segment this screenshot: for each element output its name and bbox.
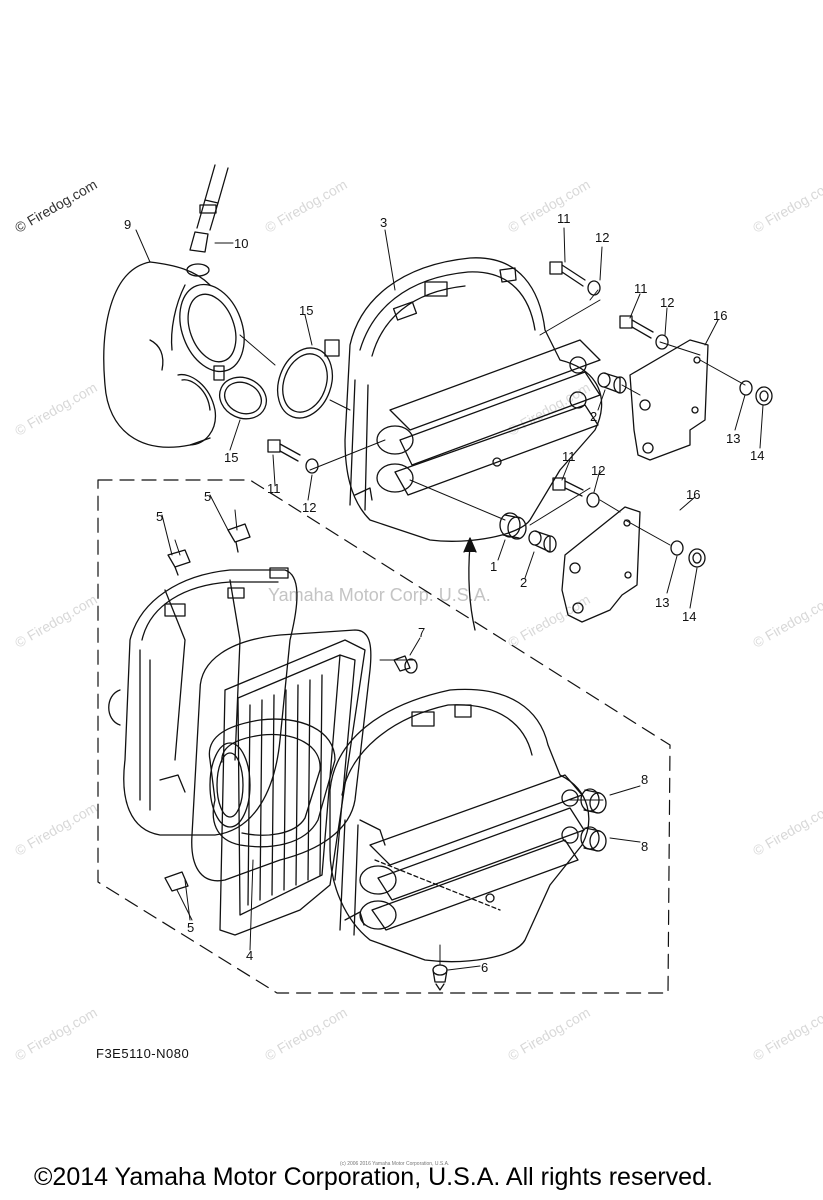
airbox-assembly [344,257,603,542]
case-lower-left [108,567,298,836]
callout-12d: 12 [591,463,606,478]
washer-nut-lower [670,540,706,568]
grommet-8-upper [580,788,607,814]
bolt-washer-set-3 [267,439,319,474]
collar-upper [597,372,627,394]
callout-12a: 12 [595,230,610,245]
callout-4: 4 [246,948,254,963]
callout-2a: 2 [590,409,598,424]
bolt-washer-set-4 [552,477,600,508]
callout-leaders [135,227,764,971]
watermark-center: Yamaha Motor Corp. U.S.A. [268,585,491,605]
callout-8a: 8 [641,772,649,787]
diagram-code: F3E5110-N080 [96,1046,190,1061]
washer-nut-upper [739,380,773,406]
callout-16a: 16 [713,308,728,323]
callout-15a: 15 [299,303,314,318]
grommet-8-lower [580,826,607,852]
callout-7: 7 [418,625,426,640]
bolt-washer-set-2 [619,315,669,350]
callout-3: 3 [380,215,388,230]
case-lower-right [329,688,590,963]
callout-15b: 15 [224,450,239,465]
intake-hose [196,164,229,231]
bracket-lower [561,506,641,623]
callout-12c: 12 [302,500,317,515]
callout-13a: 13 [726,431,741,446]
callout-16b: 16 [686,487,701,502]
hose-clamp-upper [276,339,340,419]
hose-clamp-lower [213,365,267,420]
grommet [499,512,527,540]
small-copyright-notice: (c) 2006 2016 Yamaha Motor Corporation, … [340,1161,450,1167]
callout-12b: 12 [660,295,675,310]
callout-6: 6 [481,960,489,975]
gasket [191,629,372,882]
clip-3 [164,871,189,892]
callout-5b: 5 [204,489,212,504]
hose-nipple [186,231,210,277]
callout-14a: 14 [750,448,765,463]
drain-plug [432,964,448,991]
bolt-washer-set-1 [549,261,601,296]
callout-11b: 11 [634,281,648,296]
callout-11c: 11 [267,481,281,496]
callout-2b: 2 [520,575,528,590]
assembly-arrow [463,537,477,631]
callout-11d: 11 [562,449,576,464]
callout-8b: 8 [641,839,649,854]
bracket-upper [629,339,709,461]
callout-9: 9 [124,217,132,232]
callout-5a: 5 [156,509,164,524]
collar-lower [528,530,557,553]
exploded-boundary [97,479,671,994]
clip-2 [227,523,251,553]
callout-13b: 13 [655,595,670,610]
copyright-footer: ©2014 Yamaha Motor Corporation, U.S.A. A… [34,1163,713,1191]
clip-1 [167,549,191,576]
intake-duct [103,261,245,448]
callout-1: 1 [490,559,498,574]
callout-11a: 11 [557,211,571,226]
callout-14b: 14 [682,609,697,624]
callout-10: 10 [234,236,249,251]
filter-screw [393,655,418,674]
air-filter-element [208,639,366,936]
callout-5c: 5 [187,920,195,935]
